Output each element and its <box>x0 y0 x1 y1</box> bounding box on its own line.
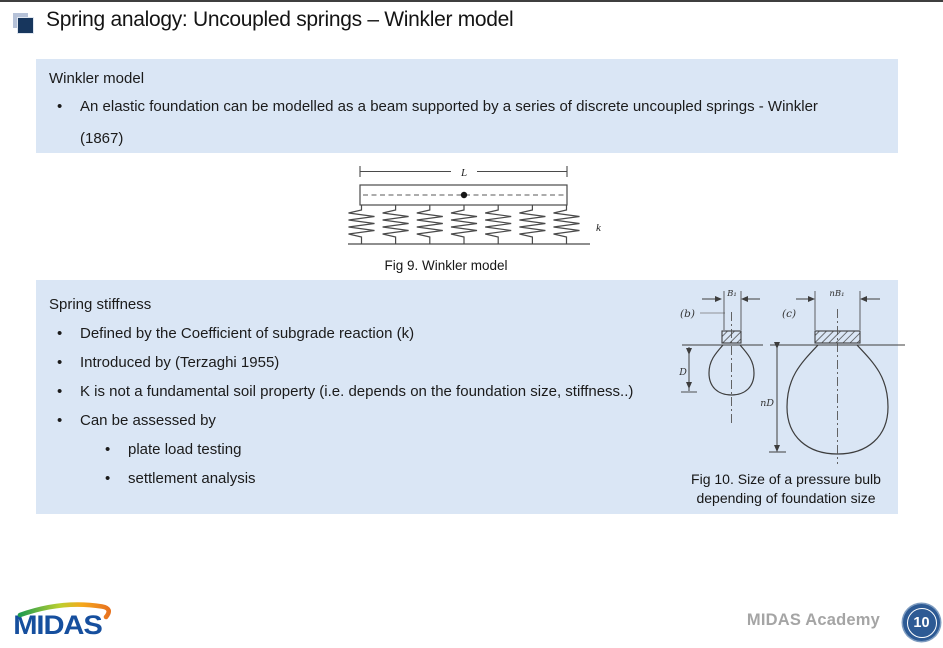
midas-logo-graphic: MIDAS <box>13 602 111 640</box>
spring-stiffness-label: k <box>596 222 602 234</box>
page-number: 10 <box>906 607 937 638</box>
beam-length-label: L <box>460 167 467 179</box>
bullet-marker: • <box>57 412 63 429</box>
fig10-caption: Fig 10. Size of a pressure bulb dependin… <box>691 471 881 506</box>
winkler-model-figure: L k <box>347 166 602 245</box>
sub-bullet-text: plate load testing <box>128 441 242 458</box>
bullet-marker: • <box>57 354 63 371</box>
bullet-text: Defined by the Coefficient of subgrade r… <box>80 325 415 342</box>
sub-bullet-marker: • <box>105 441 111 458</box>
midas-logo-text: MIDAS <box>13 610 102 640</box>
spring-row <box>347 204 581 245</box>
small-pressure-bulb <box>708 344 755 396</box>
spring-stiffness-panel: Spring stiffness • Defined by the Coeffi… <box>36 280 898 514</box>
pressure-bulb-figure: (b) B₁ D (c) nB₁ <box>678 289 905 464</box>
panel-heading: Winkler model <box>49 70 145 87</box>
label-nB1: nB₁ <box>829 289 844 299</box>
top-border-line <box>0 0 943 2</box>
label-c: (c) <box>782 308 796 320</box>
label-b: (b) <box>680 308 695 320</box>
page-title: Spring analogy: Uncoupled springs – Wink… <box>46 8 514 31</box>
fig9-caption: Fig 9. Winkler model <box>384 258 508 273</box>
midas-logo: MIDAS <box>10 598 125 643</box>
title-square <box>17 17 34 34</box>
label-B1: B₁ <box>726 289 737 299</box>
midas-logo-swoosh <box>17 602 111 620</box>
page-number-badge: 10 <box>903 604 940 641</box>
bullet-marker: • <box>57 98 63 115</box>
winkler-model-panel: Winkler model • An elastic foundation ca… <box>36 59 898 153</box>
bullet-text: Can be assessed by <box>80 412 216 429</box>
bullet-text-continued: (1867) <box>80 130 124 147</box>
panel-heading: Spring stiffness <box>49 296 152 313</box>
title-square-bullet-icon <box>13 13 35 35</box>
bullet-text: Introduced by (Terzaghi 1955) <box>80 354 280 371</box>
bullet-text: An elastic foundation can be modelled as… <box>80 98 818 115</box>
label-nD: nD <box>760 398 774 409</box>
bullet-marker: • <box>57 325 63 342</box>
sub-bullet-text: settlement analysis <box>128 470 256 487</box>
midas-academy-label: MIDAS Academy <box>746 611 880 629</box>
bullet-marker: • <box>57 383 63 400</box>
label-D: D <box>678 367 687 378</box>
sub-bullet-marker: • <box>105 470 111 487</box>
beam-center-node <box>460 191 468 199</box>
bullet-text: K is not a fundamental soil property (i.… <box>80 383 634 400</box>
